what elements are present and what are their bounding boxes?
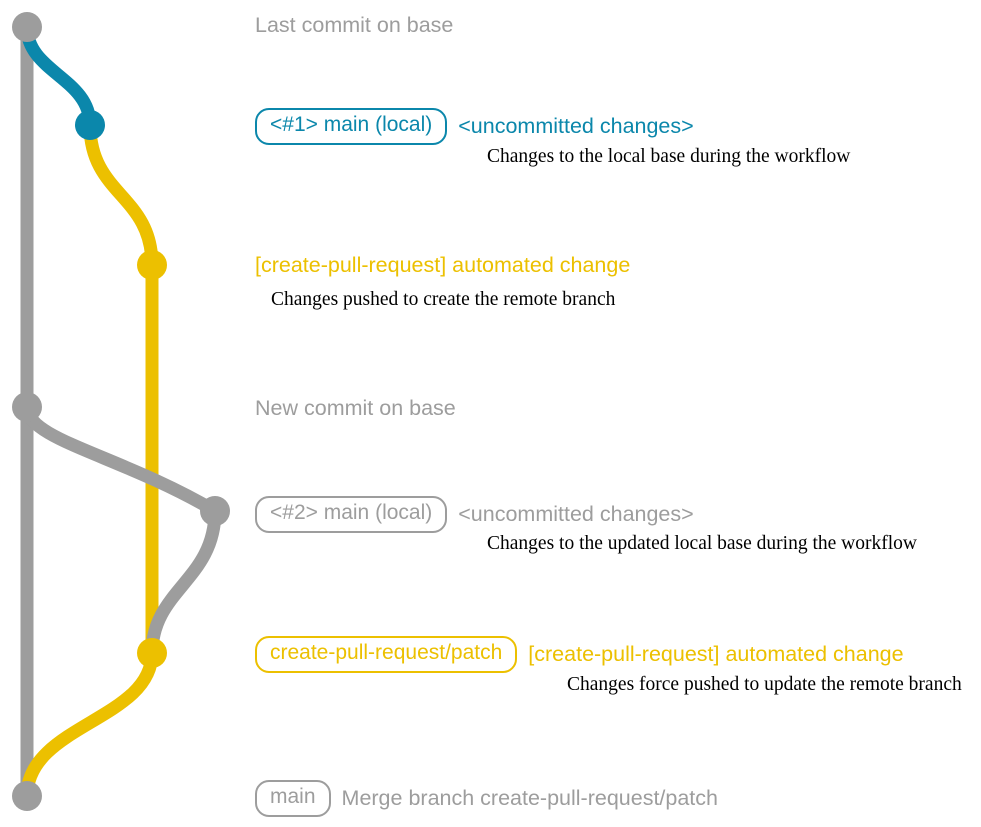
commit-row-c2: <#1> main (local) <uncommitted changes>	[255, 108, 694, 145]
commit-subject-c6: [create-pull-request] automated change	[528, 641, 904, 666]
ref-badge-main-local-1[interactable]: <#1> main (local)	[255, 108, 448, 145]
commit-node-c4[interactable]	[12, 392, 42, 422]
commit-row-c5: <#2> main (local) <uncommitted changes>	[255, 496, 694, 533]
edge-patch-merge-into-base	[20, 646, 159, 803]
commit-subject-c3: [create-pull-request] automated change	[255, 253, 631, 277]
commit-node-c1[interactable]	[12, 12, 42, 42]
ref-badge-main[interactable]: main	[255, 780, 331, 817]
commit-body-c5: Changes to the updated local base during…	[487, 533, 917, 554]
commit-body-c2: Changes to the local base during the wor…	[487, 146, 851, 167]
commit-node-c3[interactable]	[137, 250, 167, 280]
commit-row-c7: main Merge branch create-pull-request/pa…	[255, 780, 718, 817]
commit-body-c3: Changes pushed to create the remote bran…	[271, 289, 616, 310]
commit-subject-c2: <uncommitted changes>	[458, 113, 694, 138]
commit-subject-c5: <uncommitted changes>	[458, 501, 694, 526]
commit-body-c6: Changes force pushed to update the remot…	[567, 674, 962, 695]
edge-blue-to-patch	[83, 118, 159, 272]
commit-node-c6[interactable]	[137, 638, 167, 668]
commit-node-c7[interactable]	[12, 781, 42, 811]
commit-subject-c1: Last commit on base	[255, 13, 454, 37]
commit-row-c6: create-pull-request/patch [create-pull-r…	[255, 636, 904, 673]
commit-subject-c7: Merge branch create-pull-request/patch	[341, 785, 718, 810]
ref-badge-create-pull-request-patch[interactable]: create-pull-request/patch	[255, 636, 518, 673]
commit-subject-c4: New commit on base	[255, 396, 456, 420]
commit-node-c5[interactable]	[200, 496, 230, 526]
ref-badge-main-local-2[interactable]: <#2> main (local)	[255, 496, 448, 533]
edge-local-update-to-patch	[145, 504, 222, 660]
node-layer	[12, 12, 230, 811]
commit-node-c2[interactable]	[75, 110, 105, 140]
